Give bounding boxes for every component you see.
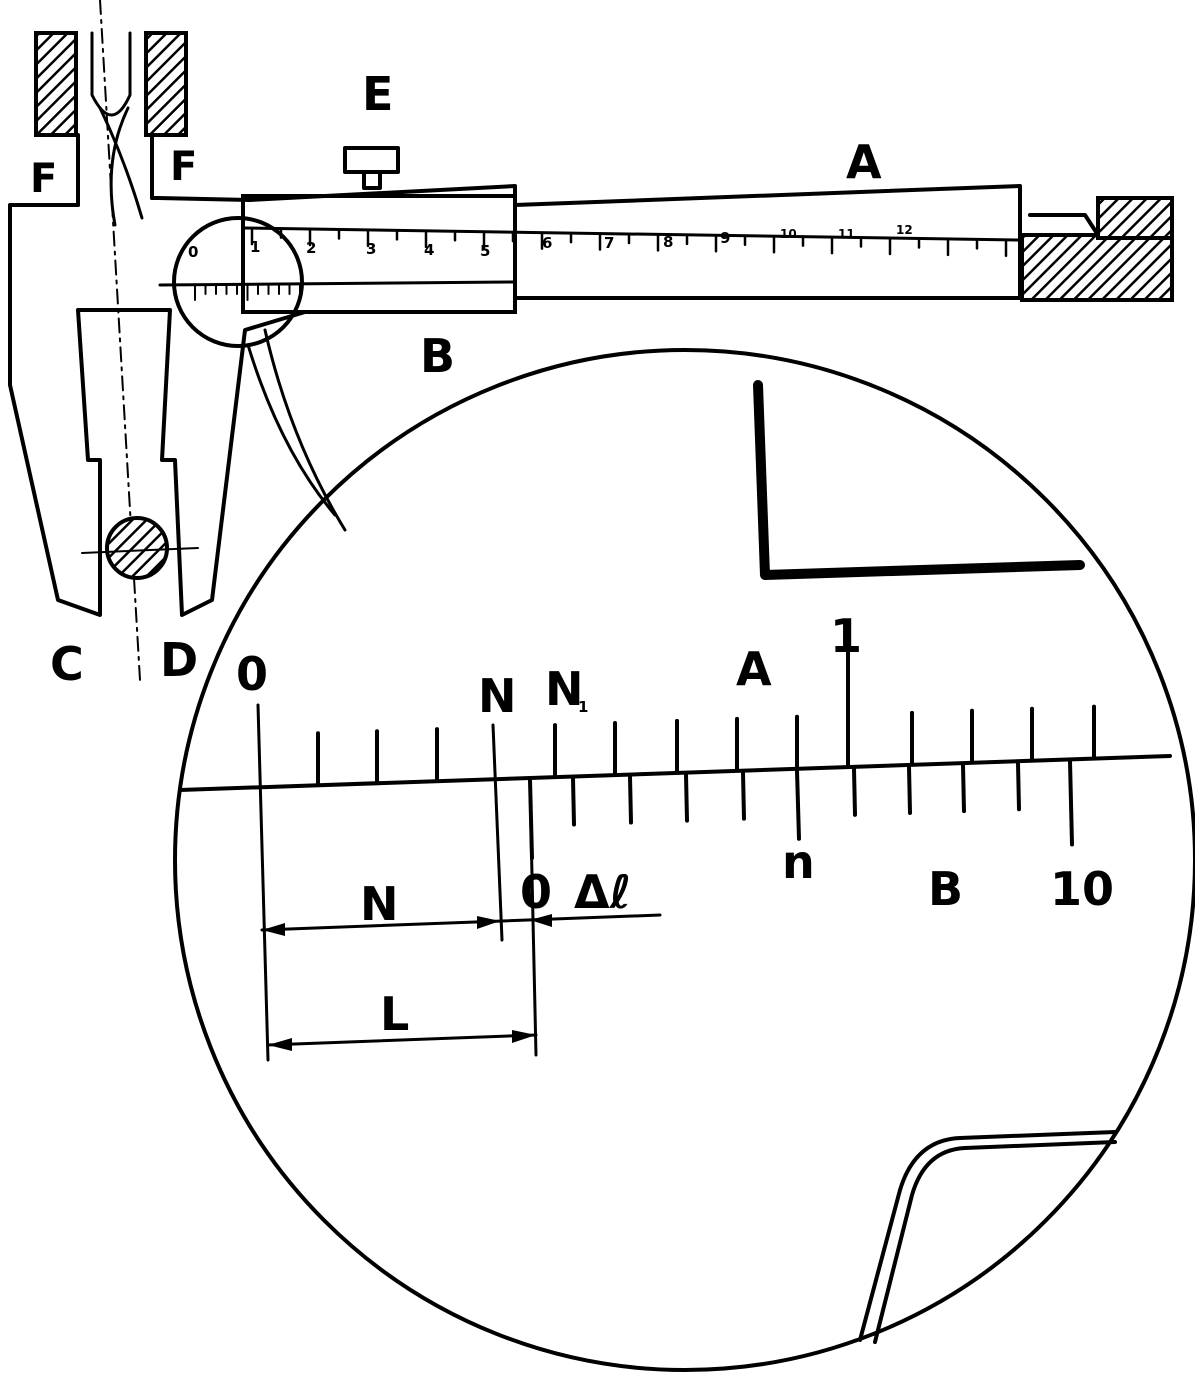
slider-corner-edge xyxy=(753,380,1085,580)
small-tick-label: 2 xyxy=(306,239,316,257)
vernier-scale-tick xyxy=(571,776,576,827)
small-main-tick-labels: 1 2 3 4 5 6 7 8 9 10 11 12 xyxy=(250,223,913,260)
label-jaw-c: C xyxy=(50,637,84,691)
label-clamp-screw: E xyxy=(362,67,393,121)
magnified-view xyxy=(173,348,1195,1372)
vernier-scale-tick xyxy=(1016,761,1021,812)
vernier-scale-tick xyxy=(961,763,966,814)
small-tick-label: 9 xyxy=(720,229,730,247)
magnified-vernier-ticks xyxy=(528,759,1074,860)
label-mark-n1-sub: 1 xyxy=(578,698,588,716)
top-right-hatched-block xyxy=(144,31,188,137)
label-dimension-delta-l: Δℓ xyxy=(574,865,631,919)
label-dimension-l: L xyxy=(380,987,409,1041)
small-tick-label: 8 xyxy=(663,233,673,251)
vernier-scale-tick xyxy=(628,774,633,825)
small-tick-label: 7 xyxy=(604,234,614,252)
vernier-ten-tick xyxy=(1068,759,1074,847)
label-mark-n: N xyxy=(478,669,517,723)
magnifier-small xyxy=(172,216,304,348)
caliper-body xyxy=(8,0,1174,681)
label-vernier-ten: 10 xyxy=(1050,862,1114,916)
small-tick-label: 6 xyxy=(542,234,552,252)
label-vernier-n: n xyxy=(782,835,815,889)
vernier-zero-tick xyxy=(528,777,534,860)
right-end-hatched-block xyxy=(1020,233,1174,302)
small-vernier-label: 0 xyxy=(188,243,198,261)
small-tick-label: 12 xyxy=(896,223,913,237)
small-tick-label: 5 xyxy=(480,242,490,260)
label-main-zero: 0 xyxy=(236,647,268,701)
label-vernier-zero: 0 xyxy=(520,865,552,919)
label-jaw-d: D xyxy=(160,633,198,687)
vernier-scale-tick xyxy=(741,770,746,821)
label-main-one: 1 xyxy=(830,609,862,663)
label-main-scale-magnified: A xyxy=(736,642,772,696)
right-end-hatched-top xyxy=(1096,196,1174,240)
label-dimension-n: N xyxy=(360,877,399,931)
top-left-hatched-block xyxy=(34,31,78,137)
clamp-screw xyxy=(343,146,400,190)
small-main-scale xyxy=(250,228,1008,258)
vernier-scale-tick xyxy=(852,766,857,817)
label-main-scale: A xyxy=(846,135,882,189)
small-vernier-scale xyxy=(194,284,301,301)
magnified-main-ticks xyxy=(316,650,1096,786)
small-tick-label: 11 xyxy=(838,227,855,241)
label-upper-jaw-right: F xyxy=(170,144,197,190)
vernier-slider xyxy=(241,194,517,314)
small-tick-label: 10 xyxy=(780,227,797,241)
label-mark-n1: N xyxy=(545,662,584,716)
small-tick-label: 1 xyxy=(250,238,260,256)
workpiece xyxy=(105,516,169,580)
small-vernier-tick-labels: 0 xyxy=(188,243,198,261)
vernier-scale-tick xyxy=(684,772,689,823)
main-scale-baseline xyxy=(178,754,1172,792)
vernier-scale-tick xyxy=(907,764,912,815)
label-vernier-scale: B xyxy=(420,329,455,383)
label-upper-jaw-left: F xyxy=(30,156,57,202)
vernier-n-tick xyxy=(795,768,801,841)
label-vernier-scale-magnified: B xyxy=(928,862,963,916)
small-tick-label: 4 xyxy=(424,241,434,259)
magnifier-large xyxy=(173,348,1195,1372)
small-tick-label: 3 xyxy=(366,240,376,258)
